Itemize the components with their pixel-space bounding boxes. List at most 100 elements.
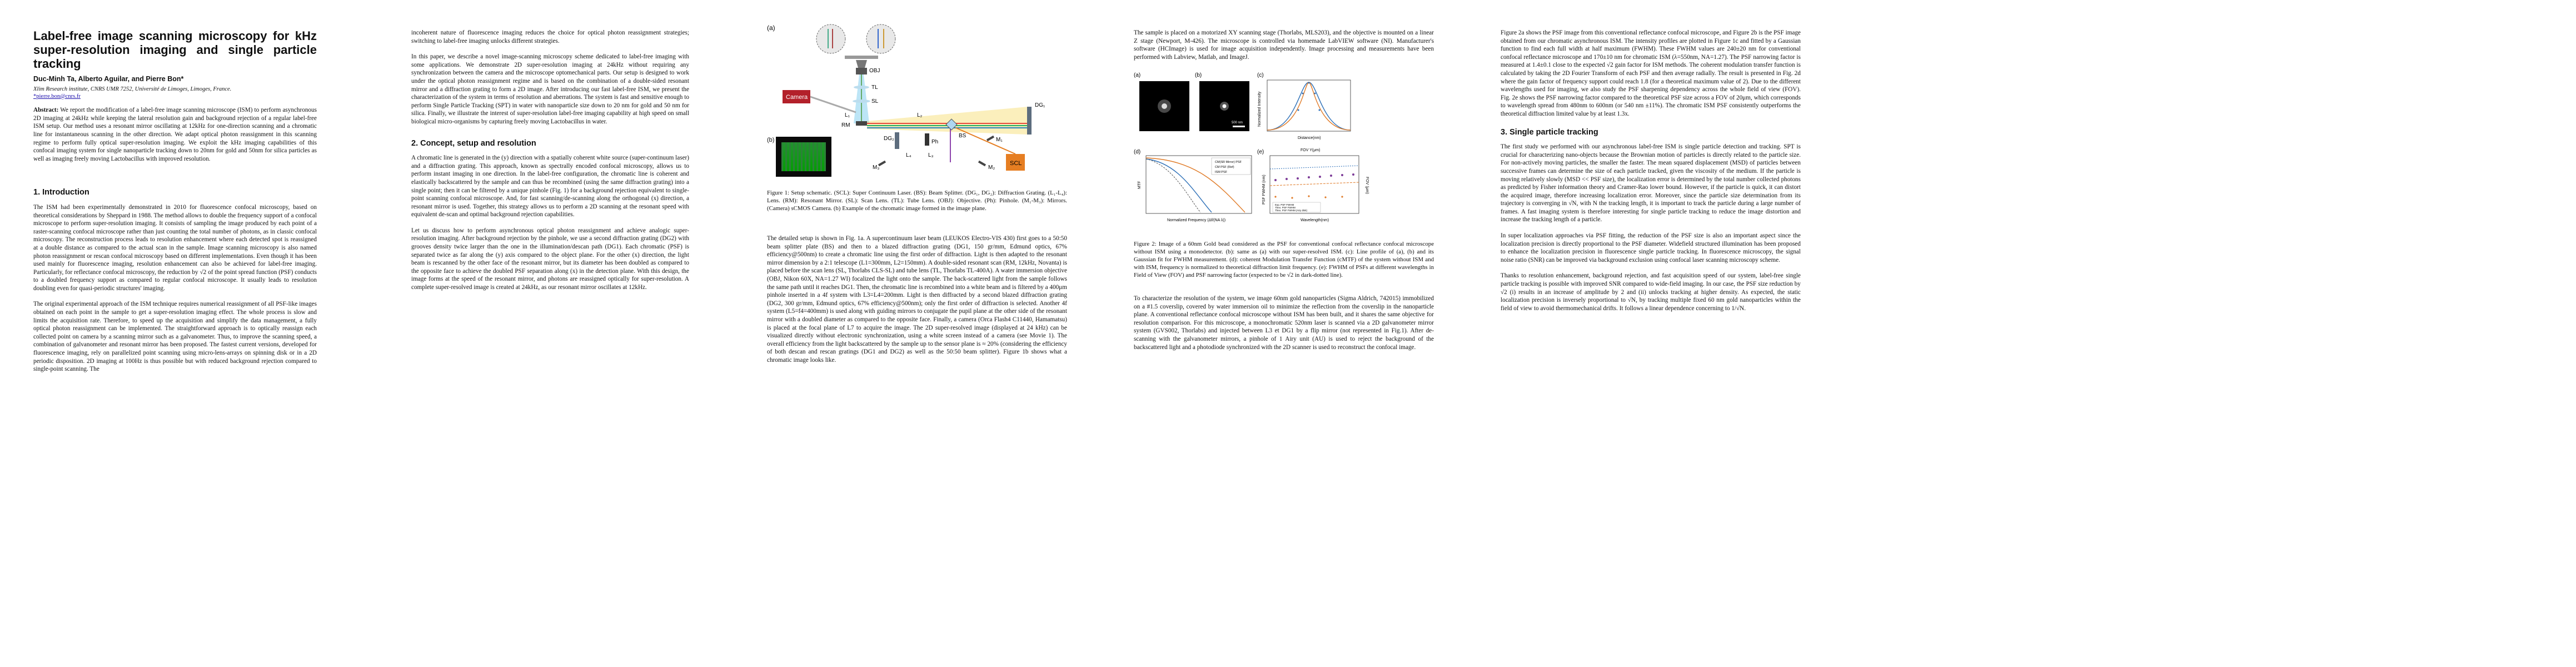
- figure-1-setup: Camera SCL (a) OBJ TL SL L₁ RM BS DG₁: [767, 24, 1045, 171]
- label-dg1: DG₁: [1035, 102, 1045, 108]
- inset-circle-right: [866, 24, 896, 54]
- legend-item: ISM PSF: [1215, 171, 1228, 174]
- mtf-cm: [1145, 158, 1212, 213]
- plot-e-xlabel: Wavelength(nm): [1301, 218, 1329, 222]
- fwhm-exp-points: [1274, 173, 1354, 181]
- label-l4: L₄: [906, 152, 911, 158]
- paragraph: A chromatic line is generated in the (y)…: [411, 155, 689, 218]
- plot-d-ylabel: MTF: [1138, 181, 1142, 189]
- page5-column: Figure 2a shows the PSF image from this …: [1501, 29, 1801, 317]
- plot-d-xlabel: Normalized Frequency (Δf/(NA λ)): [1167, 218, 1225, 222]
- label-m3: M₃: [873, 165, 879, 171]
- paragraph: The original experimental approach of th…: [33, 301, 317, 373]
- pinhole: [925, 133, 929, 146]
- paragraph: The sample is placed on a motorized XY s…: [1134, 29, 1434, 61]
- paper-title: Label-free image scanning microscopy for…: [33, 29, 317, 71]
- sample-stage: [845, 56, 878, 59]
- scl-label: SCL: [1010, 160, 1022, 167]
- paragraph: incoherent nature of fluorescence imagin…: [411, 29, 689, 44]
- scalebar-label: 500 nm: [1232, 121, 1243, 125]
- figure-2-caption: Figure 2: Image of a 60nm Gold bead cons…: [1134, 241, 1434, 278]
- profile-curve-a: [1267, 82, 1351, 131]
- mtf-ref: [1145, 158, 1201, 213]
- paragraph: Figure 2a shows the PSF image from this …: [1501, 29, 1801, 117]
- plot-c-xlabel: Distance(nm): [1298, 136, 1321, 140]
- paragraph: To characterize the resolution of the sy…: [1134, 295, 1434, 351]
- page1-column: Label-free image scanning microscopy for…: [33, 29, 317, 379]
- page4-column-bottom: To characterize the resolution of the sy…: [1134, 295, 1434, 356]
- chromatic-image: [776, 137, 831, 177]
- scl-laser: [1006, 154, 1025, 171]
- fwhm-airy: [1269, 165, 1359, 170]
- profile-curve-b: [1267, 82, 1351, 131]
- inset-circle-left: [816, 24, 846, 54]
- camera-label: Camera: [786, 94, 808, 101]
- legend-item: Theo. PSF FWHM (Airy disk): [1275, 209, 1308, 212]
- mirror-m2: [978, 160, 986, 167]
- mtf-ism: [1145, 157, 1245, 213]
- section-1-title: 1. Introduction: [33, 188, 89, 197]
- plot-e-ylabel2: FOV (μm): [1365, 177, 1369, 194]
- paragraph: The detailed setup is shown in Fig. 1a. …: [767, 235, 1067, 364]
- page-3: Camera SCL (a) OBJ TL SL L₁ RM BS DG₁: [734, 0, 1100, 667]
- mirror-m3: [878, 160, 886, 167]
- page-5: Figure 2a shows the PSF image from this …: [1467, 0, 1834, 667]
- panel-label-d: (d): [1134, 149, 1140, 155]
- section-2-title: 2. Concept, setup and resolution: [411, 138, 536, 148]
- page-1: Label-free image scanning microscopy for…: [0, 0, 367, 667]
- panel-b-label: (b): [767, 137, 775, 143]
- panel-label-a: (a): [767, 24, 775, 32]
- plot-e-ylabel: PSF FWHM (nm): [1262, 175, 1266, 205]
- abstract-text: We report the modification of a label-fr…: [33, 107, 317, 162]
- label-rm: RM: [841, 122, 850, 128]
- label-l1: L₁: [845, 112, 850, 118]
- mirror-m1: [986, 135, 995, 142]
- section-3-title: 3. Single particle tracking: [1501, 127, 1598, 137]
- figure-2: (a) (b) 500 nm (c) Distance(nm) Normaliz…: [1134, 72, 1369, 222]
- figure-1-caption: Figure 1: Setup schematic. (SCL): Super …: [767, 190, 1067, 212]
- scale-bar: [1233, 126, 1245, 127]
- camera-box: [783, 90, 810, 103]
- panel-label-b: (b): [1195, 72, 1202, 78]
- plot-d-frame: [1145, 155, 1252, 214]
- authors: Duc-Minh Ta, Alberto Aguilar, and Pierre…: [33, 75, 184, 83]
- label-sl: SL: [871, 98, 879, 104]
- label-bs: BS: [959, 133, 966, 139]
- page-2: incoherent nature of fluorescence imagin…: [367, 0, 734, 667]
- page-4: The sample is placed on a motorized XY s…: [1100, 0, 1467, 667]
- page4-column-top: The sample is placed on a motorized XY s…: [1134, 29, 1434, 66]
- affiliation: Xlim Research institute, CNRS UMR 7252, …: [33, 86, 232, 92]
- plot-c-frame: [1267, 79, 1351, 132]
- label-tl: TL: [871, 84, 878, 91]
- legend-item: Exp. PSF FWHM: [1275, 203, 1294, 206]
- panel-label-e: (e): [1257, 149, 1264, 155]
- profile-points: [1297, 82, 1321, 111]
- paragraph: In super localization approaches via PSF…: [1501, 232, 1801, 263]
- label-obj: OBJ: [869, 68, 880, 74]
- abstract: Abstract: We report the modification of …: [33, 106, 317, 163]
- label-m1: M₁: [996, 137, 1003, 143]
- legend-item: CM(SR Mirror) PSF: [1215, 161, 1242, 164]
- narrowing-points: [1274, 195, 1343, 199]
- paragraph: Thanks to resolution enhancement, backgr…: [1501, 272, 1801, 312]
- grating-dg2: [895, 132, 899, 149]
- paragraph: The ISM had been experimentally demonstr…: [33, 203, 317, 292]
- page3-column: The detailed setup is shown in Fig. 1a. …: [767, 235, 1067, 370]
- email-link[interactable]: *pierre.bon@cnrs.fr: [33, 93, 81, 99]
- panel-label-a: (a): [1134, 72, 1140, 78]
- legend-item: Theo. PSF FWHM: [1275, 206, 1296, 209]
- legend-item: CM PSF (Ref): [1215, 166, 1234, 169]
- plot-e-frame: [1269, 155, 1359, 214]
- label-l3: L₃: [928, 152, 934, 158]
- paragraph: In this paper, we describe a novel image…: [411, 53, 689, 125]
- plot-c-ylabel: Normalized Intensity: [1258, 91, 1262, 127]
- label-ph: Ph: [931, 139, 938, 145]
- beam-splitter: [945, 118, 958, 131]
- plot-e-top-label: FOV Y(μm): [1301, 148, 1320, 152]
- grating-dg1: [1027, 107, 1032, 135]
- paragraph: The first study we performed with our as…: [1501, 143, 1801, 223]
- label-dg2: DG₂: [884, 136, 894, 142]
- page2-column: incoherent nature of fluorescence imagin…: [411, 29, 689, 297]
- abstract-label: Abstract:: [33, 107, 59, 114]
- panel-label-c: (c): [1257, 72, 1264, 78]
